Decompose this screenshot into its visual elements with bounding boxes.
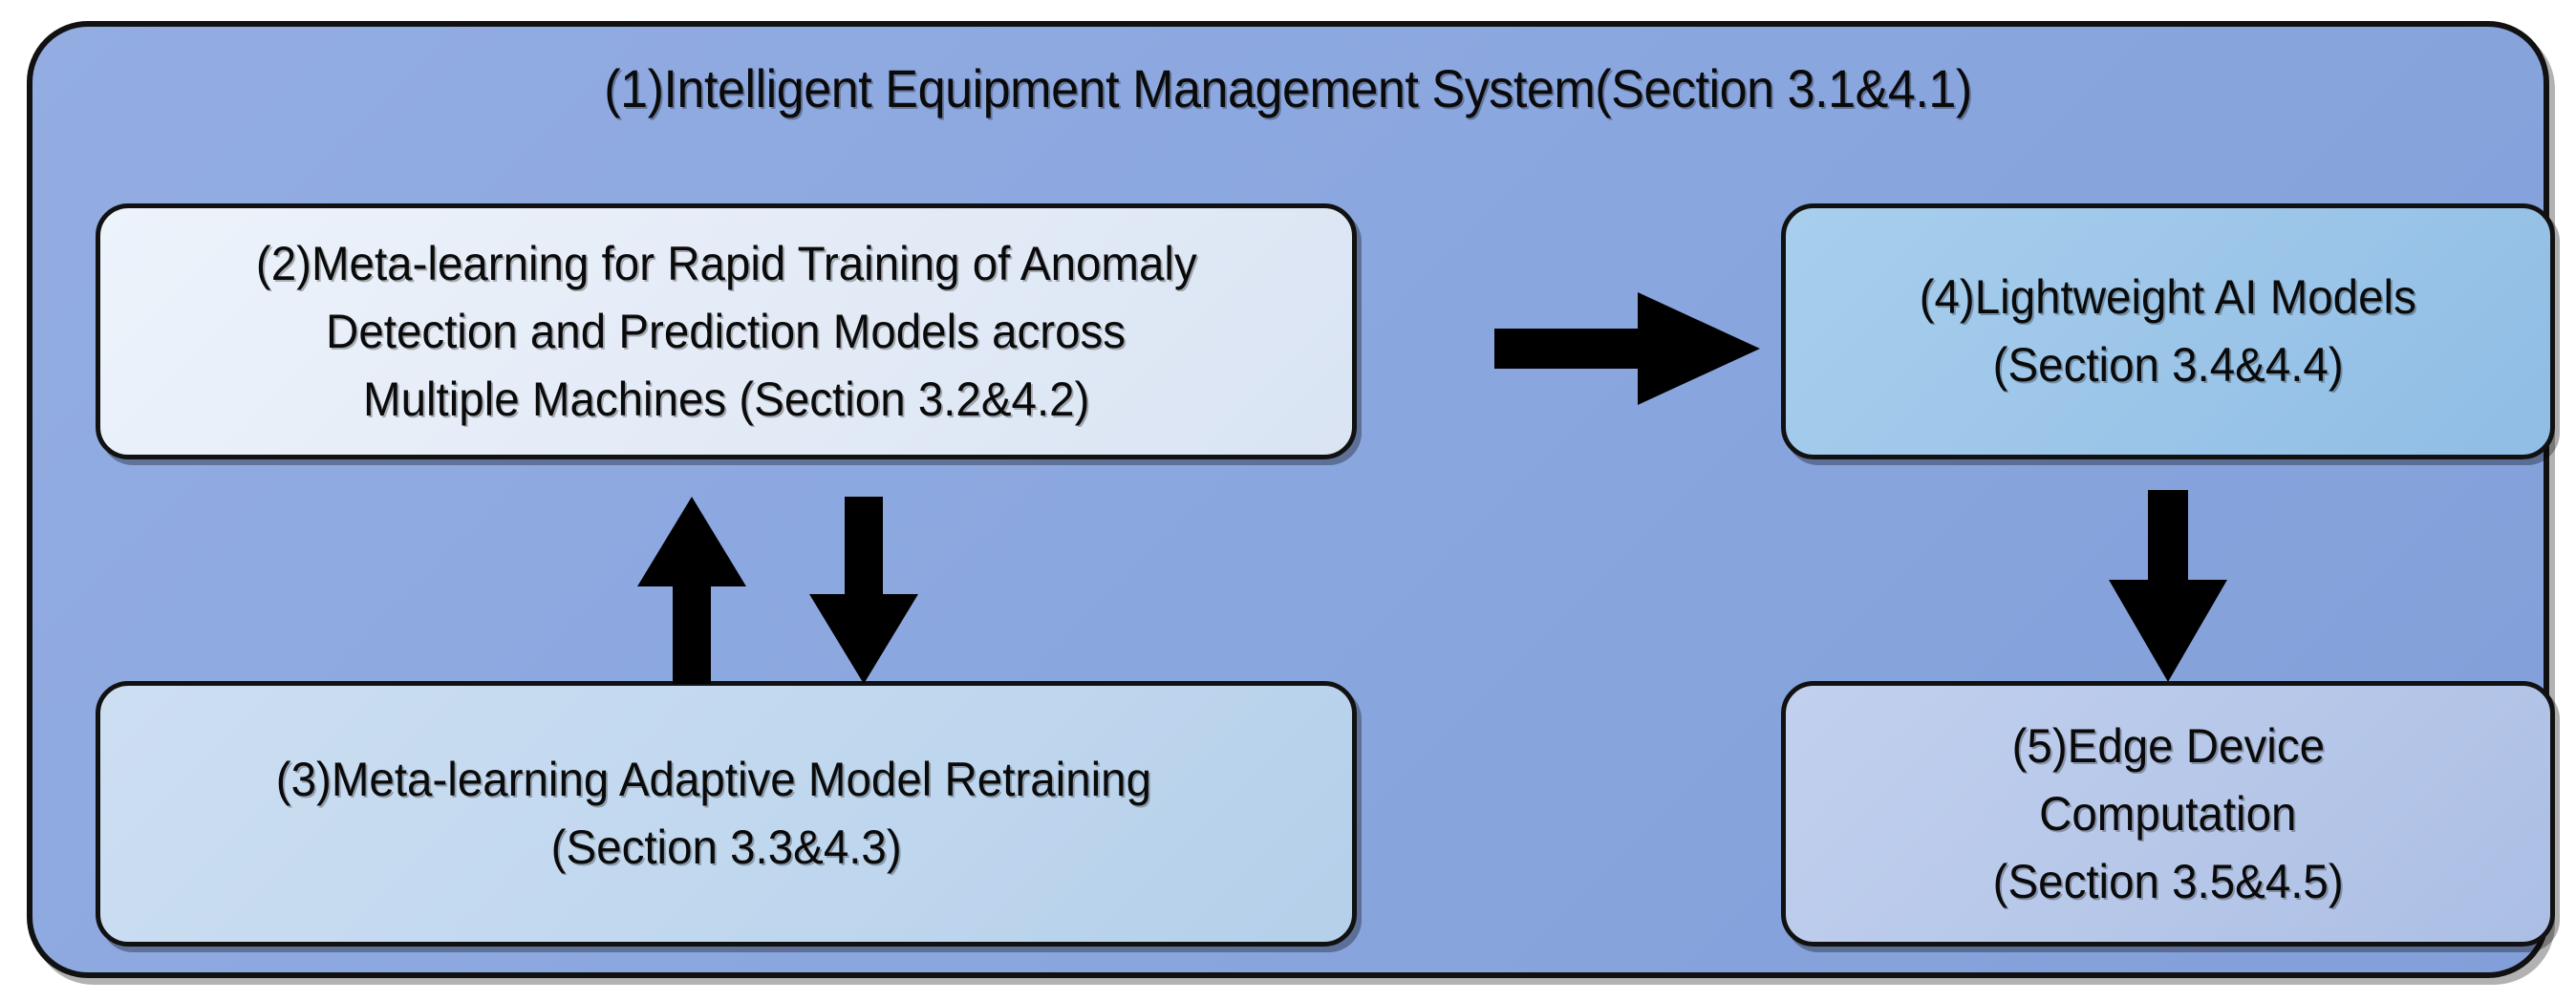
- arrow-down-icon-training-to-retraining: [806, 495, 921, 686]
- node-edge-device-computation[interactable]: (5)Edge Device Computation (Section 3.5&…: [1781, 681, 2555, 947]
- node-4-line-1: (4)Lightweight AI Models: [1919, 270, 2417, 324]
- node-3-line-1: (3)Meta-learning Adaptive Model Retraini…: [275, 753, 1151, 806]
- system-title: (1)Intelligent Equipment Management Syst…: [604, 58, 1972, 118]
- node-5-line-1: (5)Edge Device: [2011, 718, 2325, 773]
- node-2-line-2: Detection and Prediction Models across: [326, 304, 1127, 358]
- node-2-line-3: Multiple Machines (Section 3.2&4.2): [362, 372, 1090, 426]
- node-5-line-2: Computation: [2039, 786, 2297, 841]
- node-lightweight-ai-models[interactable]: (4)Lightweight AI Models (Section 3.4&4.…: [1781, 203, 2555, 459]
- arrow-down-icon-lightweight-to-edge: [2106, 488, 2230, 684]
- node-4-line-2: (Section 3.4&4.4): [1992, 338, 2344, 392]
- node-5-line-3: (Section 3.5&4.5): [1992, 854, 2344, 908]
- system-container-node-1: (1)Intelligent Equipment Management Syst…: [27, 21, 2555, 978]
- node-2-line-1: (2)Meta-learning for Rapid Training of A…: [255, 236, 1197, 290]
- node-meta-learning-rapid-training[interactable]: (2)Meta-learning for Rapid Training of A…: [96, 203, 1357, 459]
- arrow-right-icon-training-to-lightweight: [1494, 287, 1762, 411]
- node-3-line-2: (Section 3.3&4.3): [550, 820, 902, 874]
- node-meta-learning-adaptive-retraining[interactable]: (3)Meta-learning Adaptive Model Retraini…: [96, 681, 1357, 947]
- arrow-up-icon-retraining-to-training: [634, 495, 749, 686]
